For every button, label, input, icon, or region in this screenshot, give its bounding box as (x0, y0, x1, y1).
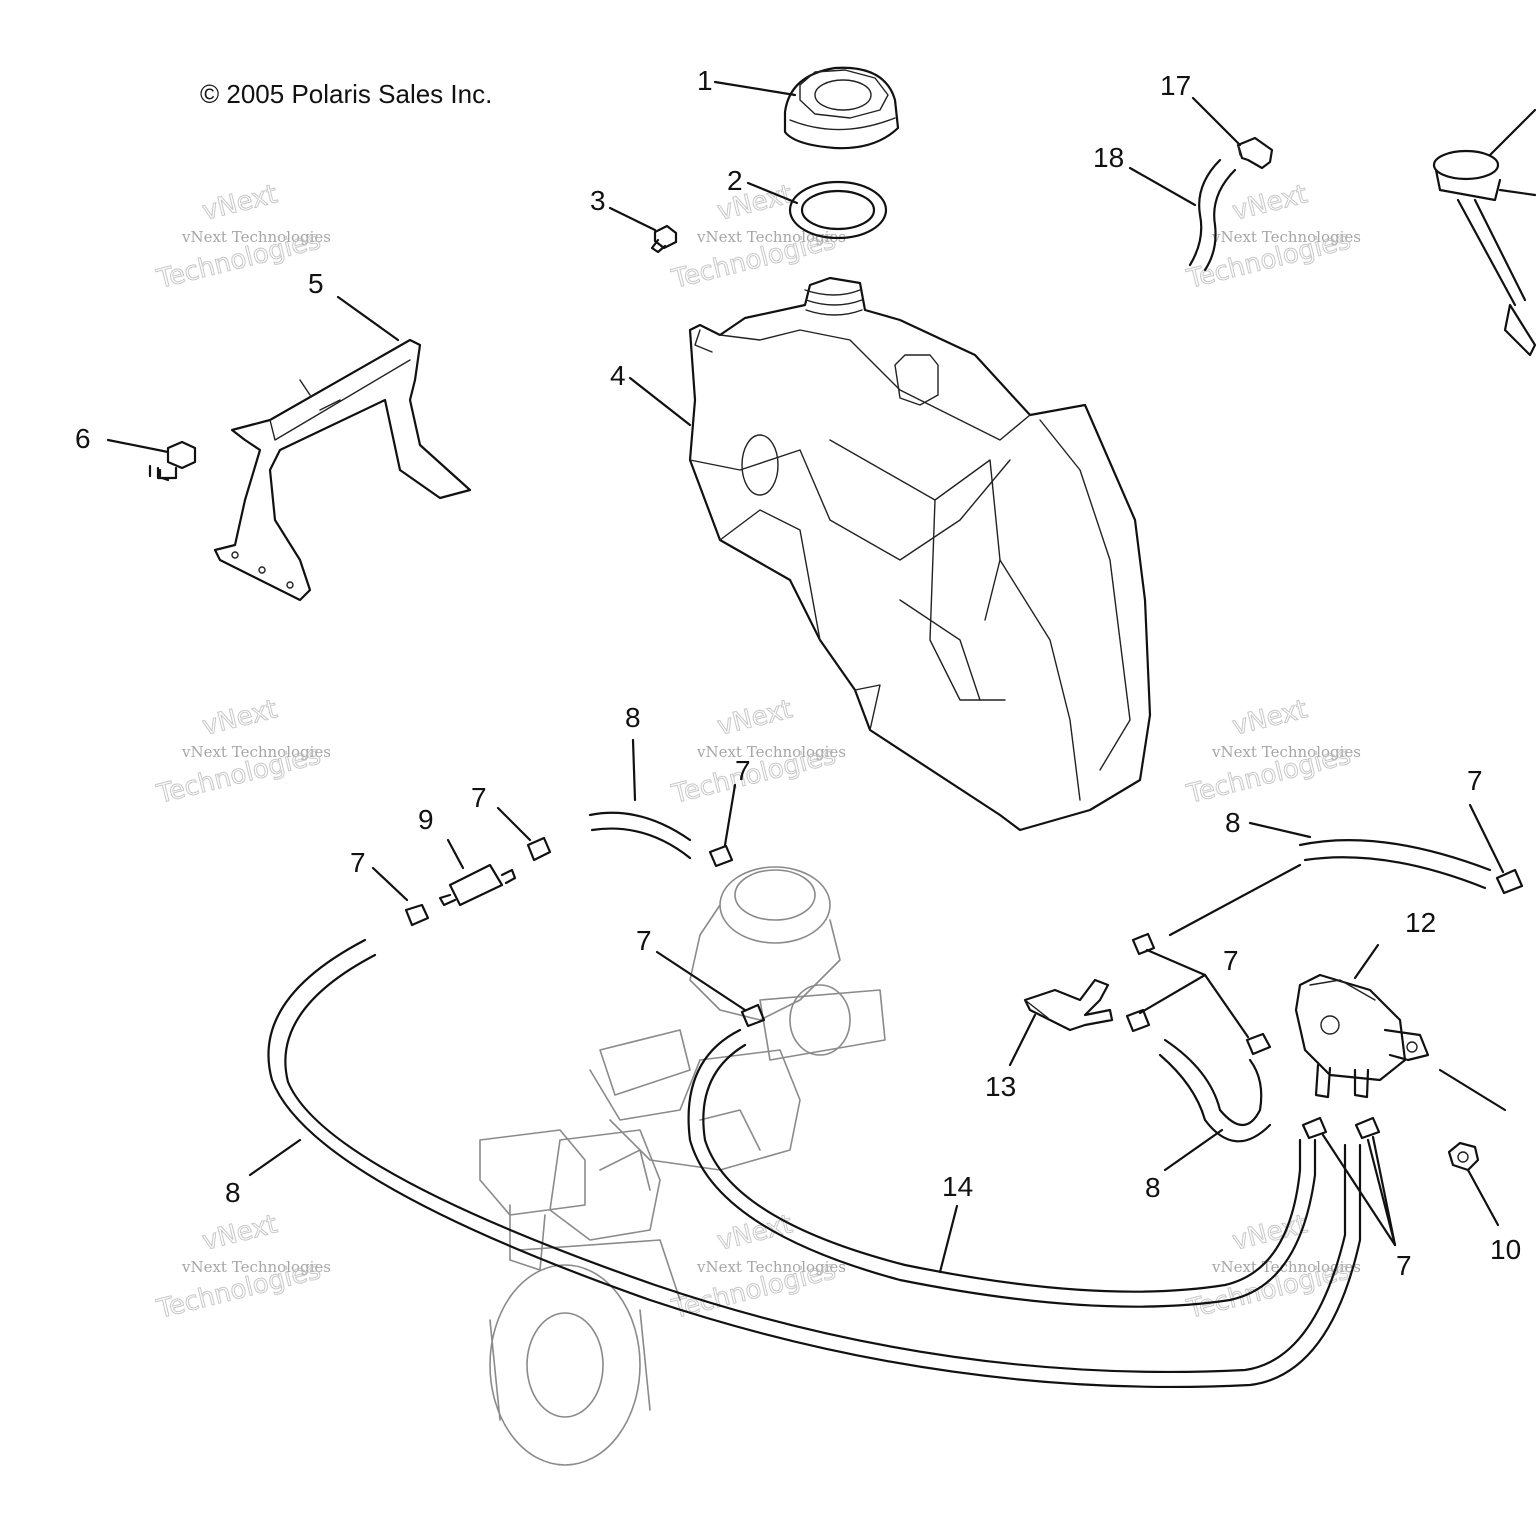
callout-8: 8 (625, 702, 641, 733)
svg-text:vNext: vNext (1229, 694, 1310, 741)
clamp (740, 1003, 766, 1028)
clamp (1354, 1116, 1381, 1140)
svg-text:vNext: vNext (714, 694, 795, 741)
clamp (404, 903, 430, 927)
bracket-bolt (148, 440, 197, 482)
watermark: vNext vNext Technologies Technologies (668, 694, 846, 811)
engine-assembly-ghost (479, 866, 886, 1466)
clamp (1301, 1116, 1328, 1140)
svg-text:vNext Technologies: vNext Technologies (1211, 1258, 1361, 1276)
callout-4: 4 (610, 360, 626, 391)
watermark: vNext vNext Technologies Technologies (1183, 694, 1361, 811)
callout-7: 7 (636, 925, 652, 956)
hose-clamps (404, 836, 1524, 1140)
tank-bracket (213, 338, 472, 602)
svg-text:vNext Technologies: vNext Technologies (181, 228, 331, 246)
svg-text:vNext: vNext (199, 1209, 280, 1256)
callout-8: 8 (1225, 807, 1241, 838)
clamp (1131, 932, 1156, 956)
clamp (526, 836, 552, 862)
svg-text:vNext Technologies: vNext Technologies (1211, 743, 1361, 761)
watermarks: vNext vNext Technologies Technologies vN… (153, 179, 1361, 1326)
callout-7: 7 (1223, 945, 1239, 976)
callout-18: 18 (1093, 142, 1124, 173)
svg-text:vNext: vNext (1229, 1209, 1310, 1256)
callout-7: 7 (1396, 1250, 1412, 1281)
callout-7: 7 (735, 755, 751, 786)
fuel-filter (438, 863, 517, 907)
watermark: vNext vNext Technologies Technologies (153, 694, 331, 811)
fuel-hoses (267, 811, 1507, 1389)
svg-text:vNext Technologies: vNext Technologies (1211, 228, 1361, 246)
callout-1: 1 (697, 65, 713, 96)
svg-text:vNext Technologies: vNext Technologies (696, 1258, 846, 1276)
fuel-cap-gasket (788, 180, 888, 240)
clamp (1125, 1008, 1151, 1033)
callout-3: 3 (590, 185, 606, 216)
callout-8: 8 (225, 1177, 241, 1208)
fuel-pump (1294, 973, 1430, 1099)
callout-6: 6 (75, 423, 91, 454)
callout-7: 7 (350, 847, 366, 878)
clamp (1495, 868, 1524, 895)
svg-text:vNext: vNext (199, 694, 280, 741)
callout-numbers: 1 2 3 4 5 6 17 18 8 8 8 8 7 7 7 7 7 7 7 … (75, 65, 1521, 1281)
callout-2: 2 (727, 165, 743, 196)
callout-13: 13 (985, 1071, 1016, 1102)
screw (650, 224, 678, 254)
fuel-tank (688, 276, 1152, 832)
watermark: vNext vNext Technologies Technologies (153, 1209, 331, 1326)
watermark: vNext vNext Technologies Technologies (153, 179, 331, 296)
vent-hose (1188, 158, 1237, 272)
watermark: vNext vNext Technologies Technologies (1183, 1209, 1361, 1326)
leader-lines (106, 80, 1536, 1274)
elbow-fitting (1236, 136, 1274, 170)
watermark: vNext vNext Technologies Technologies (668, 179, 846, 296)
callout-14: 14 (942, 1171, 973, 1202)
clamp (1245, 1032, 1272, 1056)
nut (1447, 1141, 1480, 1172)
svg-text:vNext Technologies: vNext Technologies (181, 1258, 331, 1276)
fuel-sender (1432, 149, 1536, 357)
callout-9: 9 (418, 804, 434, 835)
svg-text:vNext Technologies: vNext Technologies (696, 743, 846, 761)
fuel-cap (783, 66, 900, 150)
copyright-text: © 2005 Polaris Sales Inc. (200, 79, 492, 109)
clamp (708, 844, 734, 868)
callout-5: 5 (308, 268, 324, 299)
callout-7: 7 (471, 782, 487, 813)
fuel-valve (1023, 978, 1114, 1032)
watermark: vNext vNext Technologies Technologies (668, 1209, 846, 1326)
callout-17: 17 (1160, 70, 1191, 101)
svg-text:vNext: vNext (714, 1209, 795, 1256)
svg-text:vNext: vNext (1229, 179, 1310, 226)
svg-text:vNext Technologies: vNext Technologies (181, 743, 331, 761)
callout-10: 10 (1490, 1234, 1521, 1265)
svg-text:vNext: vNext (199, 179, 280, 226)
watermark: vNext vNext Technologies Technologies (1183, 179, 1361, 296)
callout-7: 7 (1467, 765, 1483, 796)
callout-12: 12 (1405, 907, 1436, 938)
callout-8: 8 (1145, 1172, 1161, 1203)
